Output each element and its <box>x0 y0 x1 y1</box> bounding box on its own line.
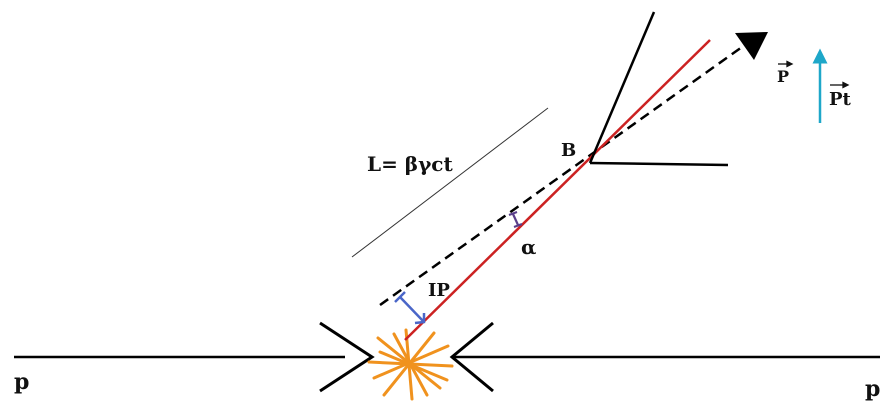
angle-marker <box>508 210 523 229</box>
transverse-momentum-label: Pt <box>829 89 852 110</box>
beam-chevron-right <box>449 321 494 393</box>
momentum-label: P <box>777 67 789 86</box>
decay-length-label: L= βγct <box>367 152 453 176</box>
angle-label: α <box>521 235 536 259</box>
transverse-momentum-vector-arrow-icon <box>830 81 850 89</box>
flight-direction-arrowhead <box>735 32 768 60</box>
vertex-label: B <box>561 140 576 161</box>
beam-label-left: p <box>14 369 29 395</box>
collision-burst <box>367 328 454 401</box>
beam-label-right: p <box>865 376 880 402</box>
b-track <box>404 39 711 341</box>
flight-direction-line <box>379 45 743 307</box>
impact-parameter-marker <box>394 291 426 325</box>
decay-track-upper <box>588 11 656 164</box>
momentum-vector-arrow-icon <box>778 60 794 68</box>
decay-track-lower <box>589 161 729 167</box>
beam-chevron-left <box>319 321 375 393</box>
decay-length-reference-line <box>351 107 549 258</box>
impact-parameter-label: IP <box>428 280 450 301</box>
